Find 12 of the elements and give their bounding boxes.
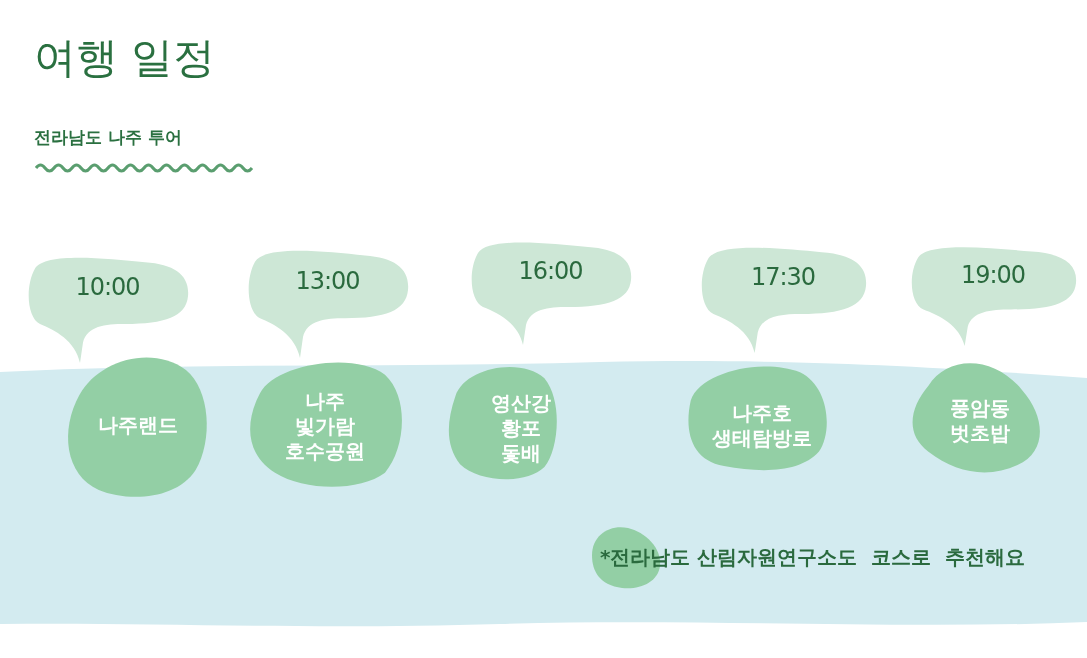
- place-name: 나주랜드: [97, 412, 178, 438]
- place-name: 나주 빛가람 호수공원: [285, 388, 365, 464]
- place-name: 풍암동 벗초밥: [950, 396, 1010, 446]
- time-label: 19:00: [960, 259, 1026, 290]
- time-label: 17:30: [750, 262, 816, 292]
- title: 여행 일정: [34, 32, 216, 84]
- time-label: 16:00: [518, 256, 583, 286]
- time-label: 10:00: [75, 272, 140, 302]
- time-label: 13:00: [295, 265, 360, 296]
- place-name: 영산강 황포 돛배: [491, 390, 551, 466]
- place-name: 나주호 생태탐방로: [712, 401, 812, 451]
- subtitle: 전라남도 나주 투어: [34, 126, 182, 149]
